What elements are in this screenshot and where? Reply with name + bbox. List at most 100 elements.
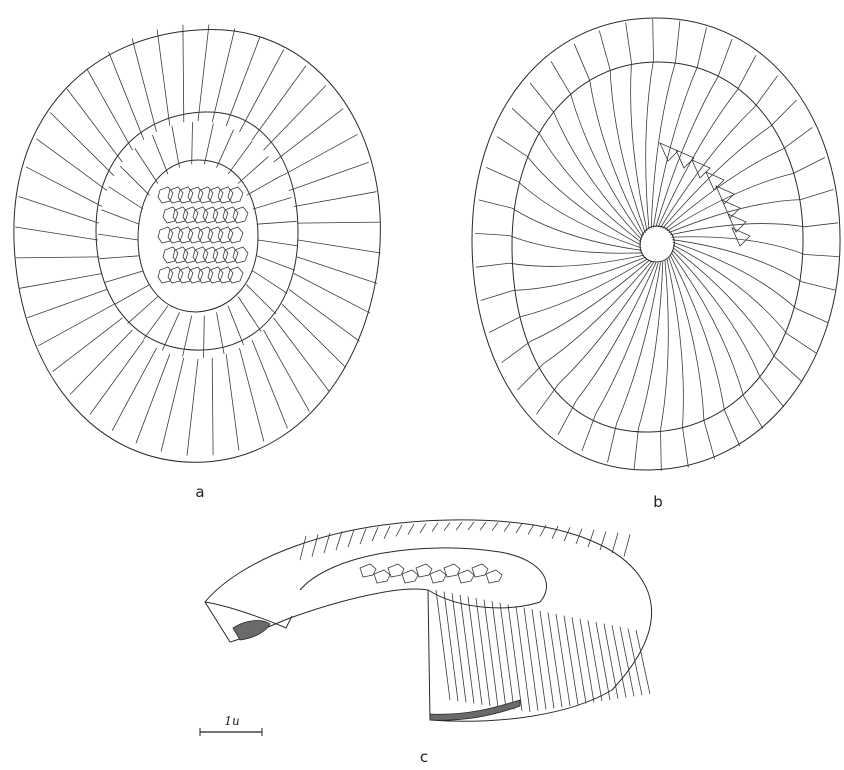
panel-b-septum: [653, 67, 697, 228]
panel-a-septum-outer: [294, 192, 377, 207]
panel-a-septum-inner: [101, 210, 139, 225]
panel-c-septum-back: [456, 522, 462, 530]
panel-c-septum-front: [620, 627, 634, 697]
panel-b-outer-septum: [489, 317, 520, 333]
panel-b-septum: [559, 263, 654, 384]
panel-b-outer-septum: [802, 282, 835, 290]
panel-b-septum: [527, 156, 641, 245]
panel-a-septum-outer: [198, 24, 209, 121]
panel-b-septum: [631, 63, 647, 231]
panel-c-septum-back: [492, 522, 498, 530]
panel-c-septum-front: [532, 609, 546, 709]
panel-c-septum-front: [548, 612, 562, 707]
panel-a-septum-outer: [274, 318, 329, 391]
panel-c-septum-back: [612, 533, 618, 553]
panel-a-septum-outer: [252, 66, 306, 140]
panel-c-septum-front: [452, 593, 466, 702]
panel-b-outer-septum: [551, 61, 571, 94]
panel-a-septum-outer: [282, 134, 358, 175]
panel-c-septum-back: [384, 526, 390, 539]
panel-c-cutaway-perspective: 1u c: [200, 520, 652, 766]
panel-a-septum-outer: [298, 240, 381, 253]
panel-b-spiral-disc-bottom-view: b: [472, 18, 840, 511]
panel-a-septum-inner: [257, 221, 297, 224]
panel-b-outer-septum: [517, 364, 543, 390]
panel-b-septum: [577, 263, 656, 400]
panel-b-septum: [610, 70, 645, 233]
panel-b-outer-septum: [476, 263, 510, 267]
panel-a-septum-outer: [289, 289, 360, 341]
panel-c-septum-front: [524, 608, 538, 711]
panel-a-septum-inner: [99, 256, 139, 259]
panel-a-septum-outer: [87, 69, 133, 151]
panel-c-septum-back: [420, 523, 426, 533]
panel-a-septum-outer: [187, 359, 198, 456]
panel-b-septum: [571, 95, 643, 238]
panel-a-septum-outer: [297, 222, 380, 223]
panel-a-septum-outer: [132, 39, 156, 132]
panel-a-septum-outer: [53, 318, 123, 372]
panel-b-septum: [539, 133, 641, 242]
panel-b-outer-septum: [479, 200, 512, 208]
panel-c-septum-front: [468, 596, 482, 704]
panel-b-outer-septum: [486, 167, 518, 181]
panel-c-central-cells: [360, 564, 502, 583]
panel-c-scale-bar: 1u: [200, 714, 262, 736]
panel-a-septum-inner: [114, 285, 149, 305]
panel-b-septum: [512, 208, 642, 250]
panel-a-septum-inner: [204, 123, 213, 164]
panel-a-chamber-septa: [15, 24, 380, 455]
panel-a-septum-outer: [19, 197, 99, 224]
panel-a-septum-outer: [15, 227, 98, 240]
panel-c-septum-back: [408, 524, 414, 535]
panel-c-cell: [486, 570, 502, 583]
panel-b-outer-septum: [653, 19, 654, 60]
panel-b-outer-septum: [738, 55, 756, 89]
panel-c-septum-back: [300, 536, 306, 560]
panel-c-septum-back: [444, 522, 450, 530]
panel-b-outer-septum: [626, 22, 632, 62]
panel-a-spiral-disc-top-view: a: [14, 24, 381, 501]
panel-a-septum-outer: [26, 167, 102, 207]
panel-b-outer-septum: [634, 429, 638, 470]
panel-b-outer-septum: [676, 21, 680, 62]
panel-b-outer-septum: [697, 28, 706, 68]
panel-a-central-cells: [158, 187, 248, 283]
panel-b-outer-septum: [661, 430, 662, 471]
panel-a-septum-outer: [50, 113, 114, 176]
panel-a-septum-inner: [253, 198, 291, 210]
panel-a-septum-outer: [212, 28, 235, 122]
panel-c-septum-back: [468, 522, 474, 530]
panel-a-septum-inner: [192, 122, 193, 164]
panel-b-umbilicus: [640, 226, 674, 262]
panel-b-marker: [706, 172, 724, 190]
panel-a-septum-inner: [98, 234, 138, 240]
panel-a-septum-outer: [297, 257, 377, 284]
panel-c-label: c: [420, 748, 428, 766]
panel-c-septum-back: [372, 527, 378, 541]
panel-a-middle-whorl: [96, 112, 298, 350]
panel-a-septum-inner: [128, 297, 158, 324]
panel-c-septum-back: [348, 530, 354, 547]
panel-b-outer-septum: [599, 31, 610, 70]
panel-c-septum-back: [396, 525, 402, 536]
panel-a-septum-outer: [226, 37, 260, 126]
panel-c-septum-front: [588, 620, 602, 701]
panel-b-septum: [672, 250, 760, 377]
panel-c-septum-front: [604, 624, 618, 699]
panel-a-septum-inner: [105, 271, 144, 283]
panel-b-outer-septum: [481, 290, 514, 300]
panel-a-septum-outer: [90, 340, 144, 414]
panel-a-septum-outer: [36, 139, 107, 191]
panel-c-cell: [430, 570, 446, 583]
panel-b-septum: [509, 236, 642, 254]
panel-b-outer-septum: [536, 384, 559, 415]
panel-b-outer-septum: [718, 39, 732, 76]
panel-c-cell: [360, 564, 376, 577]
panel-b-outer-septum: [530, 83, 554, 112]
panel-b-marker: [732, 228, 750, 246]
scale-bar-label: 1u: [224, 714, 239, 728]
panel-b-septum: [665, 149, 783, 230]
panel-c-section-face: [430, 700, 520, 720]
panel-c-septum-back: [564, 527, 570, 541]
